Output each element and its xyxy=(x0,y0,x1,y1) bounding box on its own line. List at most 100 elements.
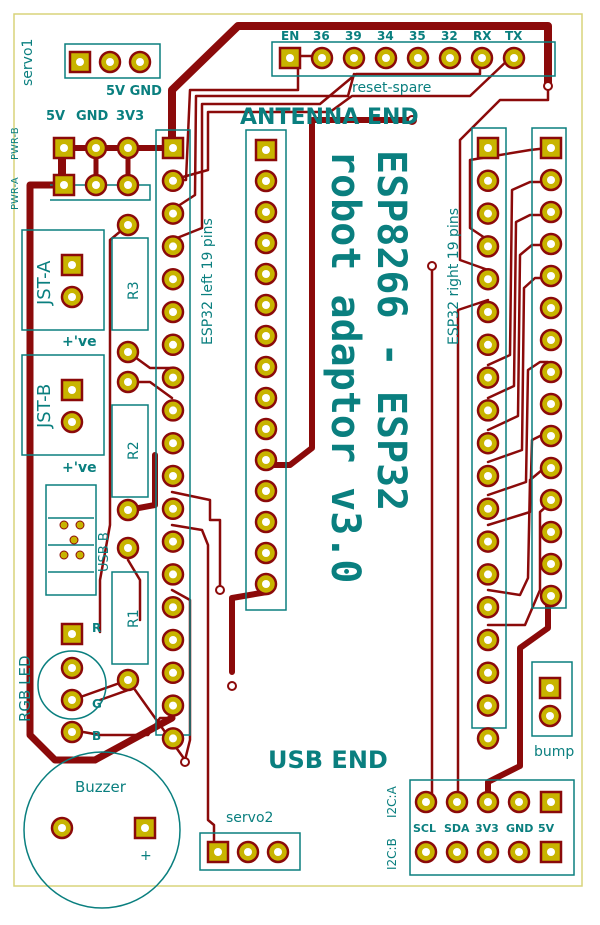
i2c-pin-label-5v: 5V xyxy=(538,822,555,835)
esp8266-right-pad-1-hole xyxy=(547,144,555,152)
esp32-right-pad-4-hole xyxy=(484,242,492,251)
esp32-left-pad-7-hole xyxy=(169,340,177,349)
copper-tracks xyxy=(26,22,552,854)
esp32-right-pad-14-hole xyxy=(484,570,492,579)
esp32-right-pad-10-hole xyxy=(484,439,492,448)
jst-b-pin-2-hole xyxy=(68,418,76,426)
esp32-left-pad-6-hole xyxy=(169,308,177,316)
jst-a-pin-2-hole xyxy=(68,293,76,301)
esp32-left-pad-9-hole xyxy=(169,406,177,415)
i2c-b-pin-5-hole xyxy=(547,848,555,856)
title-line1: ESP8266 - ESP32 xyxy=(368,150,414,511)
rgb-pin-b-hole xyxy=(68,728,76,736)
header-pin-label-34: 34 xyxy=(377,29,394,43)
esp32-right-pad-17-hole xyxy=(484,668,492,677)
i2c-pin-label-gnd: GND xyxy=(506,822,533,835)
header-pin-2-hole xyxy=(318,54,326,62)
esp32-right-pad-12-hole xyxy=(484,504,492,513)
header-pin-3-hole xyxy=(350,54,358,62)
usb-b-pad-4 xyxy=(75,520,85,530)
usb-b-pad-5 xyxy=(75,550,85,560)
pwr-a-label: PWR-A xyxy=(10,177,21,210)
esp32-left-label: ESP32 left 19 pins xyxy=(200,218,216,345)
jst-b-pin-1-hole xyxy=(68,386,76,394)
esp32-left-pad-13-hole xyxy=(169,537,177,546)
header-pin-5-hole xyxy=(414,54,422,62)
esp8266-left-pad-1-hole xyxy=(262,146,270,154)
pads xyxy=(50,46,563,864)
i2c-b-pin-3-hole xyxy=(484,848,492,856)
esp32-right-pad-3-hole xyxy=(484,209,492,218)
esp8266-left-pad-6-hole xyxy=(262,301,270,309)
esp8266-right-pad-15-hole xyxy=(547,592,555,600)
jst-a-pin-1-hole xyxy=(68,261,76,269)
jst-b-label: JST-B xyxy=(34,384,55,429)
esp8266-left-pad-10-hole xyxy=(262,425,270,433)
usb-b-pad-2 xyxy=(69,535,79,545)
i2c-b-pin-1-hole xyxy=(422,848,430,856)
vias xyxy=(180,81,553,767)
servo2-pin-2-hole xyxy=(244,848,252,856)
labels: ESP8266 - ESP32 robot adaptor v3.0 ANTEN… xyxy=(10,39,574,870)
header-pin-label-32: 32 xyxy=(441,29,458,43)
esp8266-left-pad-2-hole xyxy=(262,177,270,185)
buzzer-plus-label: + xyxy=(140,848,152,864)
pwr-gnd-label: GND xyxy=(76,109,109,124)
r1-pin-1-hole xyxy=(124,544,132,552)
reset-spare-label: reset-spare xyxy=(352,80,431,96)
i2c-b-pin-4-hole xyxy=(515,848,523,856)
esp8266-left-pad-9-hole xyxy=(262,394,270,402)
esp32-right-pad-13-hole xyxy=(484,537,492,546)
i2c-a-pin-5-hole xyxy=(547,798,555,806)
esp32-left-pad-18-hole xyxy=(169,701,177,710)
r3-label: R3 xyxy=(126,281,142,300)
esp32-left-pad-4-hole xyxy=(169,242,177,251)
servo1-pin-1-hole xyxy=(76,58,84,66)
rgb-pin-r-hole xyxy=(68,630,76,638)
antenna-end-label: ANTENNA END xyxy=(240,105,419,130)
pwr-b-pin-3-hole xyxy=(124,144,132,152)
r2-pin-1-hole xyxy=(124,378,132,386)
pwr-a-pin-3-hole xyxy=(124,181,132,189)
esp8266-right-pad-10-hole xyxy=(547,432,555,440)
r3-pin-2-hole xyxy=(124,348,132,356)
esp32-left-pad-16-hole xyxy=(169,636,177,644)
esp32-left-pad-12-hole xyxy=(169,504,177,513)
r1-label: R1 xyxy=(126,609,142,628)
header-pin-label-35: 35 xyxy=(409,29,426,43)
header-pin-6-hole xyxy=(446,54,454,62)
esp32-left-pad-3-hole xyxy=(169,209,177,218)
header-pin-label-en: EN xyxy=(281,29,299,43)
servo1-pin-3-hole xyxy=(136,58,144,66)
rgb-b-label: B xyxy=(92,729,101,743)
esp32-left-pad-5-hole xyxy=(169,275,177,284)
buzzer-pin-plus-hole xyxy=(141,824,149,832)
esp32-left-pad-17-hole xyxy=(169,668,177,677)
buzzer-label: Buzzer xyxy=(75,778,127,796)
bump-label: bump xyxy=(534,744,574,760)
bump-pin-2-hole xyxy=(546,712,554,720)
esp32-right-pad-19-hole xyxy=(484,734,492,743)
esp8266-right-pad-4-hole xyxy=(547,240,555,248)
header-pin-8-hole xyxy=(510,54,518,62)
esp8266-right-pad-12-hole xyxy=(547,496,555,504)
esp32-right-pad-15-hole xyxy=(484,603,492,612)
servo1-label: servo1 xyxy=(20,39,36,86)
esp8266-left-pad-3-hole xyxy=(262,208,270,216)
esp32-left-pad-1-hole xyxy=(169,144,177,152)
i2c-pin-label-3v3: 3V3 xyxy=(475,822,499,835)
esp32-right-pad-18-hole xyxy=(484,701,492,710)
i2c-b-pin-2-hole xyxy=(453,848,461,856)
rgb-led-label: RGB LED xyxy=(16,656,34,723)
esp32-right-pad-2-hole xyxy=(484,176,492,185)
r2-pin-2-hole xyxy=(124,506,132,514)
servo2-pin-1-hole xyxy=(214,848,222,856)
esp32-right-label: ESP32 right 19 pins xyxy=(446,208,462,345)
esp8266-right-pad-2-hole xyxy=(547,176,555,184)
r2-label: R2 xyxy=(126,441,142,460)
esp32-right-pad-7-hole xyxy=(484,340,492,349)
esp8266-right-pad-5-hole xyxy=(547,272,555,280)
esp8266-right-pad-9-hole xyxy=(547,400,555,408)
esp8266-left-pad-12-hole xyxy=(262,487,270,495)
